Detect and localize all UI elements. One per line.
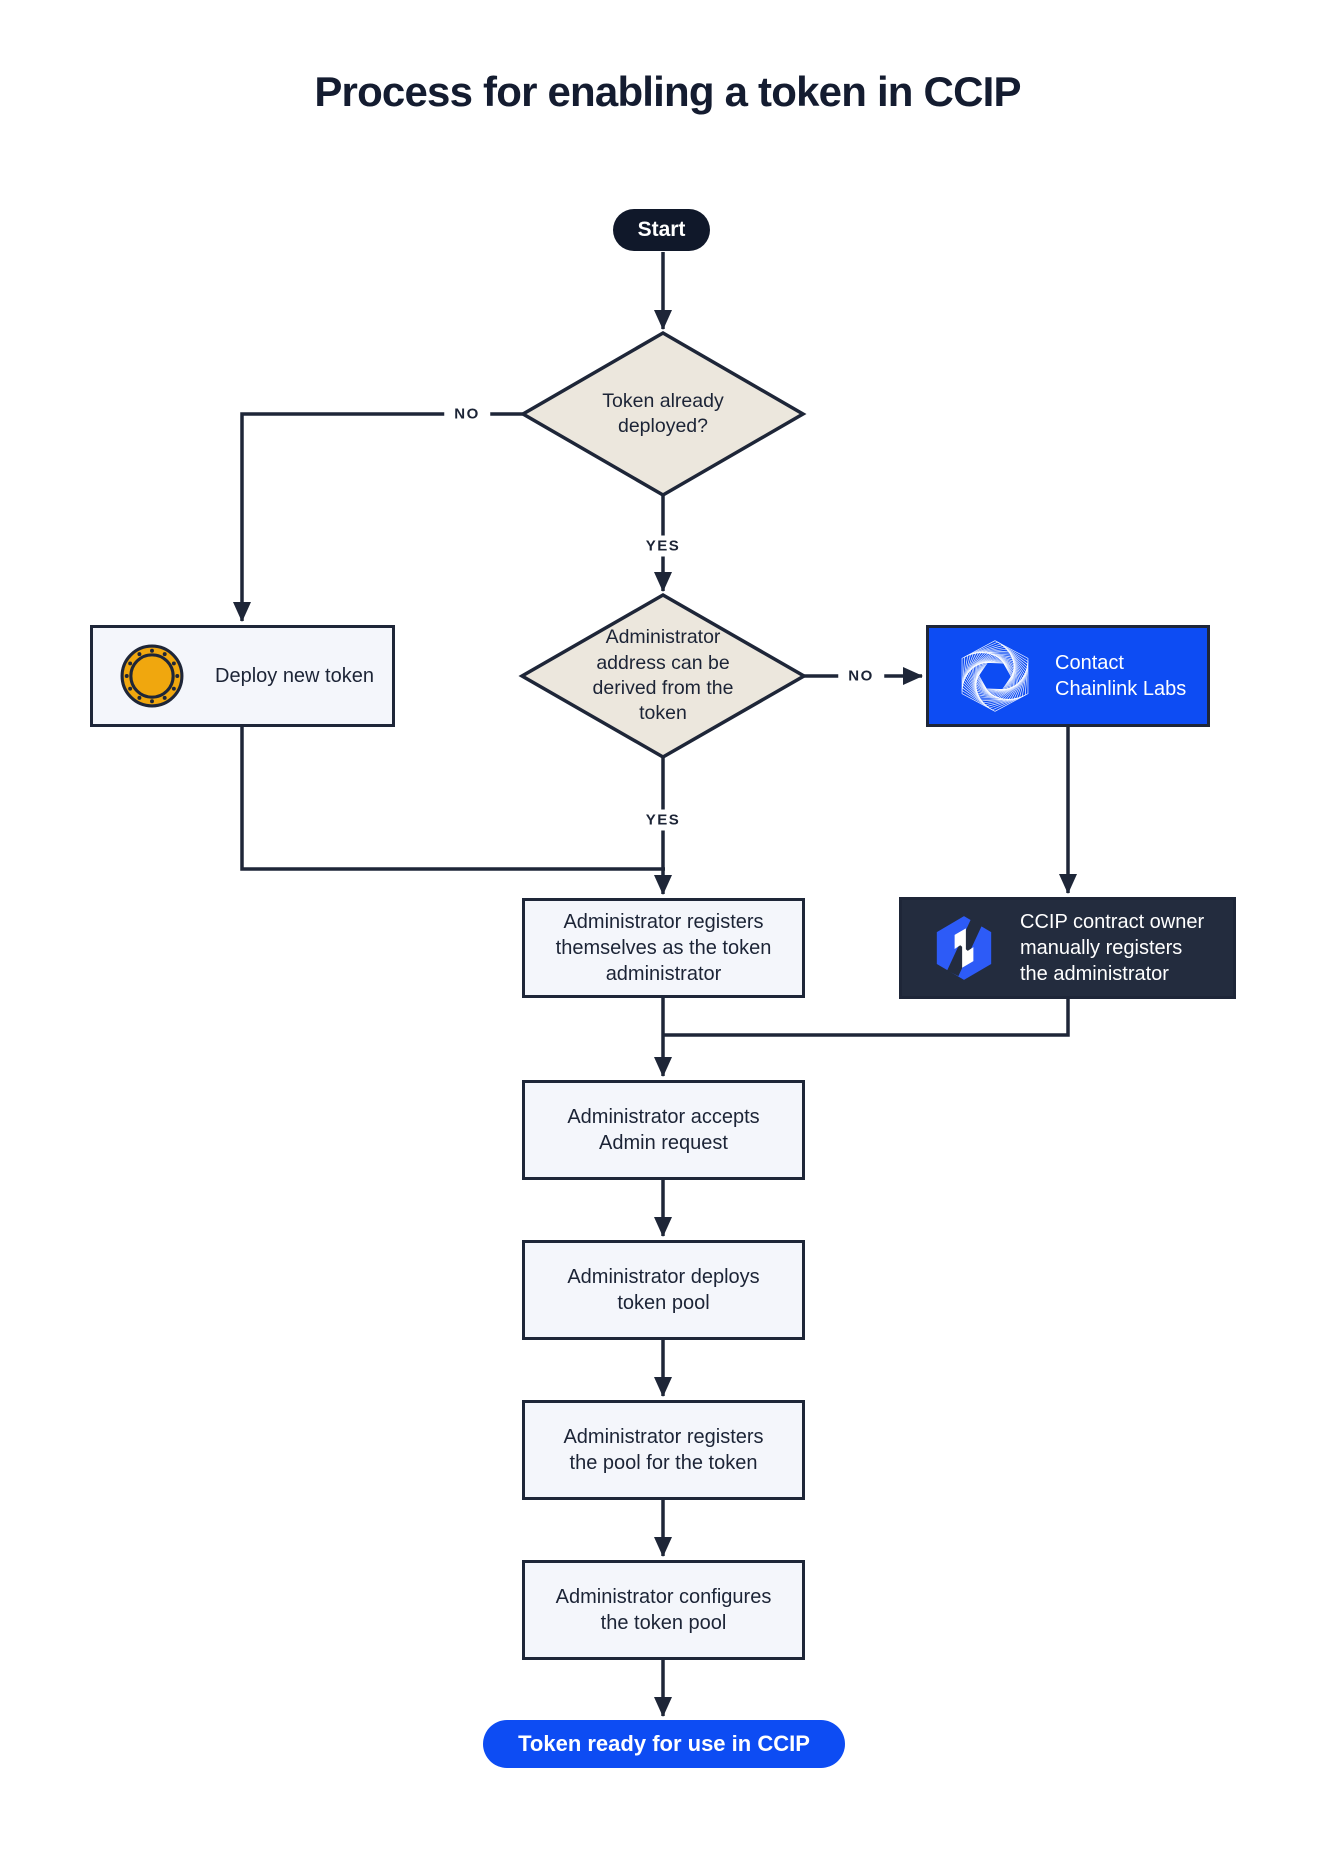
configure-pool-label: Administrator configures the token pool xyxy=(555,1586,772,1634)
chainlink-labs-icon xyxy=(961,640,1029,712)
end-label: Token ready for use in CCIP xyxy=(518,1731,810,1756)
node-register-pool: Administrator registers the pool for the… xyxy=(522,1400,805,1500)
node-deploy-new-token: Deploy new token xyxy=(90,625,395,727)
edge-label-no-token-deployed: NO xyxy=(444,403,490,425)
edge-ccip-owner-to-merge xyxy=(663,999,1070,1037)
edge-label-yes-token-deployed: YES xyxy=(635,535,691,557)
decision-diamond-admin-address xyxy=(518,592,808,760)
start-label: Start xyxy=(637,218,686,241)
ccip-icon xyxy=(936,916,992,980)
register-self-label: Administrator registers themselves as th… xyxy=(555,911,772,985)
coin-icon xyxy=(120,644,184,708)
decision-admin-address-label: Administrator address can be derived fro… xyxy=(592,626,734,725)
decision-token-deployed-label: Token already deployed? xyxy=(602,389,724,437)
edge-decision1-no xyxy=(233,412,523,622)
node-configure-pool: Administrator configures the token pool xyxy=(522,1560,805,1660)
decision-diamond-token-deployed xyxy=(519,330,807,498)
start-node: Start xyxy=(613,209,710,251)
contact-chainlink-labs-label: Contact Chainlink Labs xyxy=(1055,652,1187,700)
edge-label-yes-admin-address: YES xyxy=(635,809,691,831)
edge-label-no-admin-address: NO xyxy=(838,665,884,687)
node-deploy-pool: Administrator deploys token pool xyxy=(522,1240,805,1340)
register-pool-label: Administrator registers the pool for the… xyxy=(563,1426,764,1474)
ccip-owner-registers-label: CCIP contract owner manually registers t… xyxy=(1020,911,1205,985)
accept-request-label: Administrator accepts Admin request xyxy=(567,1106,760,1154)
node-contact-chainlink-labs: Contact Chainlink Labs xyxy=(926,625,1210,727)
page-title: Process for enabling a token in CCIP xyxy=(314,68,1021,115)
end-node: Token ready for use in CCIP xyxy=(483,1720,845,1768)
deploy-new-token-label: Deploy new token xyxy=(215,665,374,687)
deploy-pool-label: Administrator deploys token pool xyxy=(567,1266,760,1314)
node-ccip-owner-registers: CCIP contract owner manually registers t… xyxy=(899,897,1236,999)
edge-deploy-to-merge xyxy=(240,727,665,871)
node-accept-request: Administrator accepts Admin request xyxy=(522,1080,805,1180)
node-register-self: Administrator registers themselves as th… xyxy=(522,898,805,998)
